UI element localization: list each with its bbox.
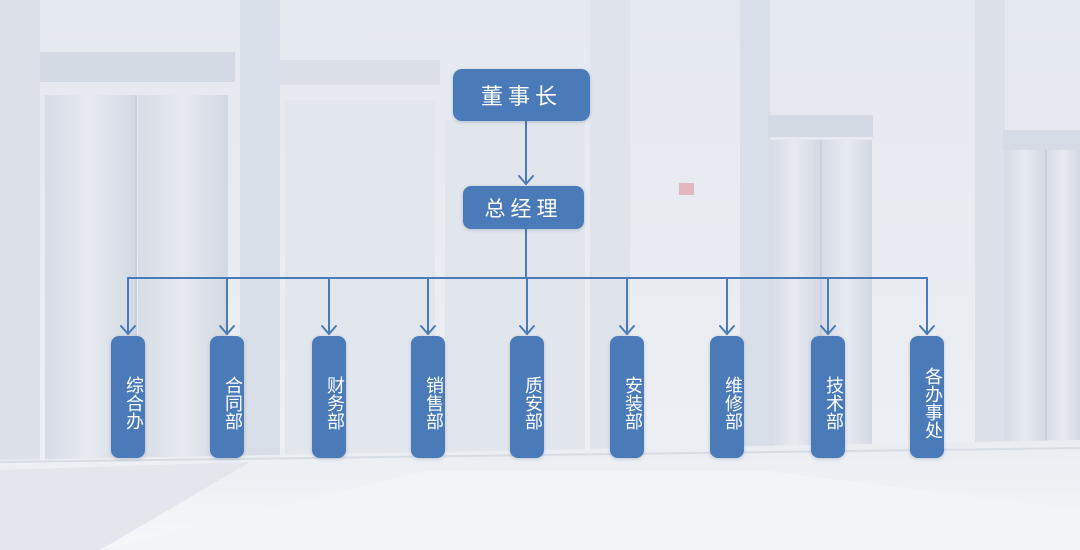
department-node-quality-safety: 质安部 (510, 336, 544, 458)
department-label: 财务部 (324, 376, 345, 430)
department-node-sales: 销售部 (411, 336, 445, 458)
general-manager-node: 总经理 (463, 186, 584, 229)
department-node-technical: 技术部 (811, 336, 845, 458)
department-node-installation: 安装部 (610, 336, 644, 458)
arrow-gm (518, 175, 534, 185)
department-label: 维修部 (722, 376, 743, 430)
department-label: 销售部 (423, 376, 444, 430)
department-node-general-office: 综合办 (111, 336, 145, 458)
department-label: 各办事处 (922, 367, 943, 439)
department-label: 合同部 (222, 376, 243, 430)
chairman-node: 董事长 (453, 69, 590, 121)
department-node-branch-offices: 各办事处 (910, 336, 944, 458)
department-node-finance: 财务部 (312, 336, 346, 458)
general-manager-label: 总经理 (484, 196, 563, 221)
department-node-maintenance: 维修部 (710, 336, 744, 458)
department-node-contract: 合同部 (210, 336, 244, 458)
department-label: 技术部 (823, 376, 844, 430)
department-label: 安装部 (622, 376, 643, 430)
chairman-label: 董事长 (480, 85, 562, 110)
department-label: 综合办 (123, 376, 144, 430)
department-label: 质安部 (522, 376, 543, 430)
